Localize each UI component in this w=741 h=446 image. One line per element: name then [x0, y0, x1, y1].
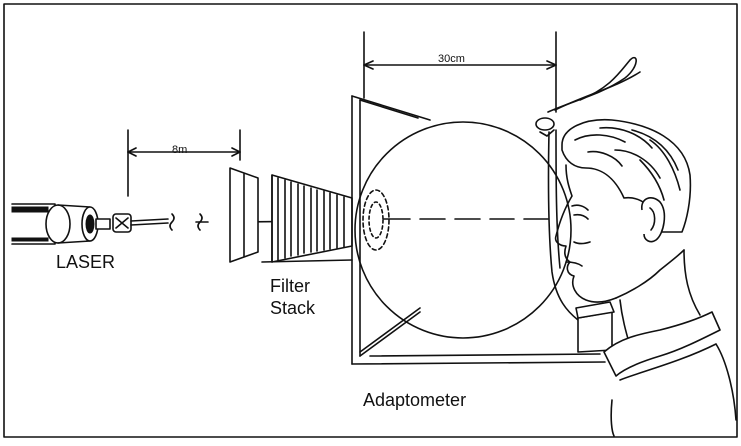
laser-label: LASER: [56, 252, 115, 272]
adaptometer-label: Adaptometer: [363, 390, 466, 410]
laser-device: [11, 203, 132, 245]
distance-30cm-label: 30cm: [438, 53, 465, 65]
distance-30cm-marker: [363, 31, 557, 113]
subject-head: [535, 56, 737, 437]
filter-stack-label-line1: Filter: [270, 276, 310, 296]
figure-border: [3, 3, 738, 438]
distance-8m-marker: [127, 129, 241, 197]
distance-8m-label: 8m: [172, 144, 187, 156]
filter-stack: [229, 167, 353, 263]
adaptometer-box: [351, 95, 606, 365]
beam-break-mark-left: [169, 213, 175, 231]
filter-stack-label-line2: Stack: [270, 298, 316, 318]
